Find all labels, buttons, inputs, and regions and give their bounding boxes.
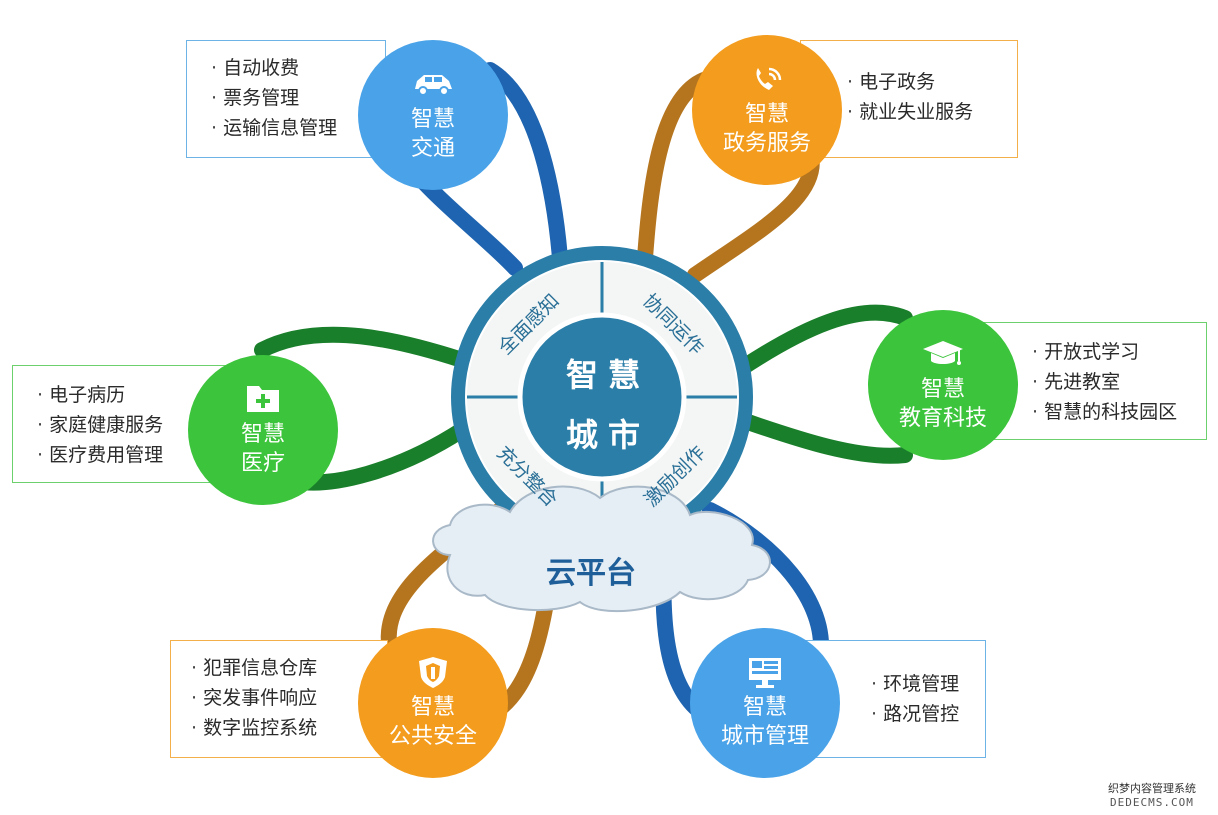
list-item: 犯罪信息仓库: [191, 653, 387, 683]
box-transport: 自动收费 票务管理 运输信息管理: [186, 40, 386, 158]
list-item: 数字监控系统: [191, 713, 387, 743]
list-item: 智慧的科技园区: [1032, 397, 1206, 427]
list-item: 路况管控: [871, 699, 985, 729]
graduation-cap-icon: [923, 341, 963, 365]
medical-folder-icon: [247, 386, 279, 412]
node-label-1: 智慧: [410, 695, 455, 720]
list-item: 开放式学习: [1032, 337, 1206, 367]
node-label-2: 医疗: [240, 451, 285, 476]
monitor-icon: [749, 658, 781, 688]
list-item: 电子病历: [37, 380, 249, 410]
node-label-1: 智慧: [744, 102, 789, 127]
watermark-line2: DEDECMS.COM: [1110, 796, 1194, 809]
hub-title-line2: 城市: [566, 416, 651, 454]
node-label-2: 政务服务: [722, 131, 811, 156]
cloud-platform: [432, 485, 771, 613]
list-item: 就业失业服务: [847, 97, 1017, 127]
node-medical: 智慧 医疗: [188, 355, 338, 505]
node-education: 智慧 教育科技: [868, 310, 1018, 460]
list-item: 票务管理: [211, 83, 385, 113]
city-hub: [451, 246, 753, 548]
node-label-1: 智慧: [920, 377, 965, 402]
car-icon: [415, 75, 452, 96]
phone-signal-icon: [756, 67, 782, 90]
node-label-1: 智慧: [410, 107, 455, 132]
watermark-line1: 织梦内容管理系统: [1108, 782, 1196, 795]
platform-label: 云平台: [546, 556, 636, 591]
node-label-1: 智慧: [742, 695, 787, 720]
node-label-2: 公共安全: [388, 724, 477, 749]
node-label-1: 智慧: [240, 422, 285, 447]
list-item: 电子政务: [847, 67, 1017, 97]
node-safety: 智慧 公共安全: [358, 628, 508, 778]
list-item: 医疗费用管理: [37, 440, 249, 470]
list-item: 家庭健康服务: [37, 410, 249, 440]
node-government: 智慧 政务服务: [692, 35, 842, 185]
list-item: 突发事件响应: [191, 683, 387, 713]
box-safety: 犯罪信息仓库 突发事件响应 数字监控系统: [170, 640, 388, 758]
list-item: 环境管理: [871, 669, 985, 699]
node-label-2: 城市管理: [720, 724, 809, 749]
node-label-2: 教育科技: [898, 406, 987, 431]
police-badge-icon: [419, 657, 447, 688]
node-citymgmt: 智慧 城市管理: [690, 628, 840, 778]
list-item: 运输信息管理: [211, 113, 385, 143]
loop-transport-right: [482, 62, 568, 266]
loop-government-left: [637, 70, 718, 266]
loop-education-top: [734, 304, 913, 376]
hub-title-line1: 智慧: [566, 356, 651, 394]
list-item: 先进教室: [1032, 367, 1206, 397]
loop-medical-top: [254, 326, 470, 368]
loop-education-bottom: [734, 412, 913, 464]
node-label-2: 交通: [410, 136, 455, 161]
list-item: 自动收费: [211, 53, 385, 83]
node-transport: 智慧 交通: [358, 40, 508, 190]
